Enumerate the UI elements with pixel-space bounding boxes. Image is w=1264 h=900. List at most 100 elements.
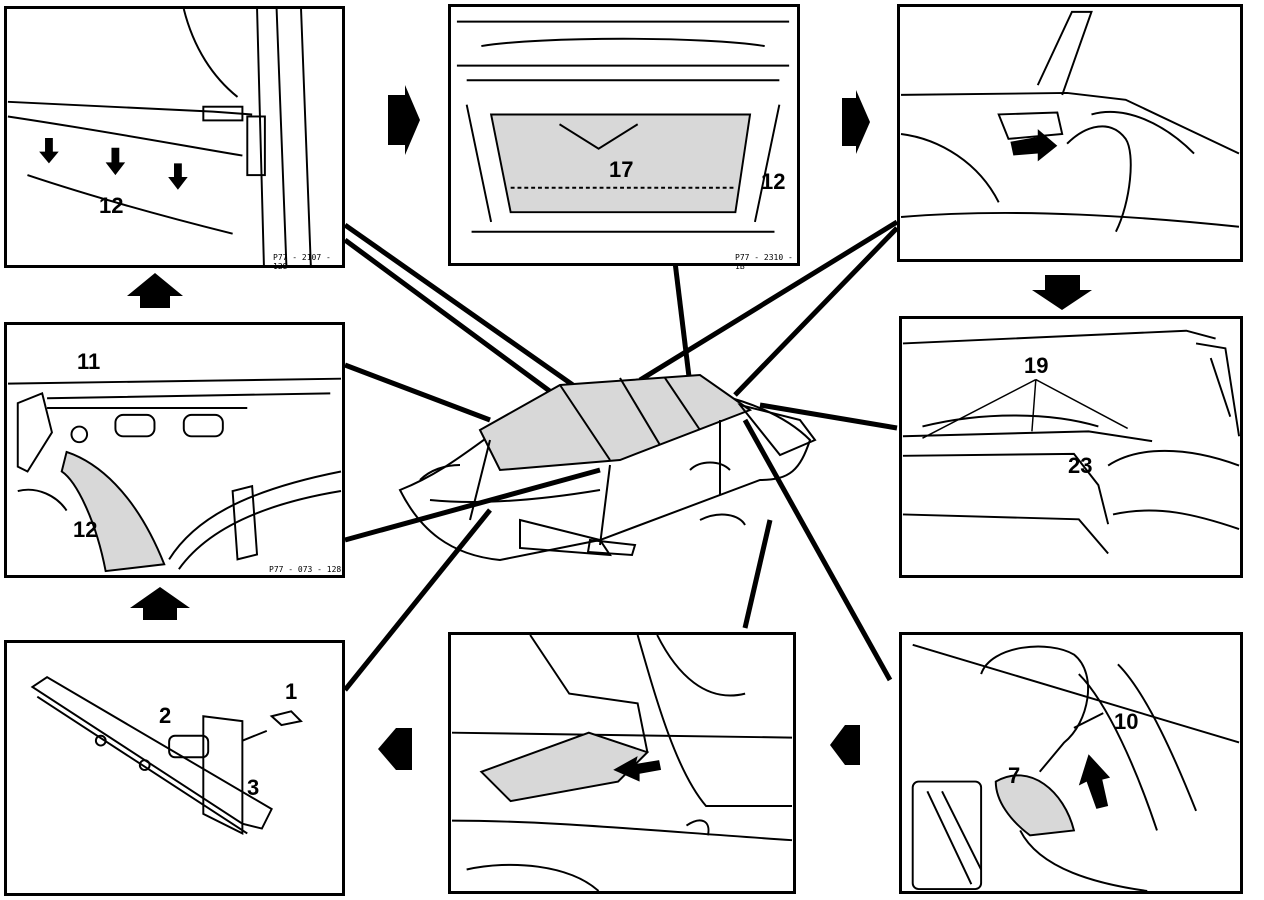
rear-window xyxy=(737,403,817,457)
retaining-clip xyxy=(997,111,1064,140)
push-arrow xyxy=(1010,129,1058,162)
leader-19-b xyxy=(1031,379,1037,432)
lift-arrow xyxy=(1078,754,1111,809)
car-illustration xyxy=(398,373,817,562)
callout-11: 11 xyxy=(77,349,101,374)
floor-line xyxy=(902,513,1109,555)
leader-mid-left-b xyxy=(344,467,601,543)
direction-arrow xyxy=(613,756,662,782)
press-arrow-1 xyxy=(39,137,59,164)
panel-bottom-left-drawing xyxy=(30,676,303,836)
callout-3: 3 xyxy=(247,775,260,800)
pad-ribs xyxy=(926,790,982,885)
roof-edge xyxy=(7,115,243,157)
leader-top-center xyxy=(672,261,693,386)
trim-curve xyxy=(182,8,239,98)
bow-rail xyxy=(30,676,273,830)
deck-edge xyxy=(451,731,793,739)
arrow-right-1 xyxy=(388,85,420,155)
headrests xyxy=(419,461,731,481)
arrow-left-1 xyxy=(830,725,860,765)
rear-deck-lines xyxy=(7,377,342,409)
panel-top-center-drawing xyxy=(456,20,790,233)
leader-mid-left-a xyxy=(344,362,491,423)
clip-part xyxy=(168,734,210,759)
leader-3 xyxy=(242,729,268,742)
callout-7: 7 xyxy=(1008,763,1021,788)
strap-v xyxy=(558,123,639,150)
callout-23: 23 xyxy=(1068,453,1093,478)
fabric-flap xyxy=(60,450,166,573)
soft-top-fabric xyxy=(478,373,753,472)
arrow-down-1 xyxy=(1032,275,1092,310)
callout-1: 1 xyxy=(285,679,298,704)
callout-2: 2 xyxy=(159,703,172,728)
roof-pillars xyxy=(469,420,721,546)
step-pad xyxy=(911,780,983,891)
panel-top-left: 12 P77 - 2107 - 128 xyxy=(4,6,345,271)
hinge-bracket xyxy=(16,392,53,473)
door-handle xyxy=(699,513,746,526)
wheel-arch xyxy=(466,863,600,892)
arrow-up-1 xyxy=(127,273,183,308)
panel-bottom-right-drawing xyxy=(911,643,1240,892)
panel-mid-left: 11 12 P77 - 073 - 128 xyxy=(4,322,345,578)
press-arrow-3 xyxy=(168,163,188,190)
rear-pillar xyxy=(1036,10,1093,96)
hand-upper xyxy=(980,645,1089,773)
panel-mid-right: 19 23 xyxy=(899,316,1243,578)
figure-ref: P77 - 2107 - 128 xyxy=(273,253,331,271)
panel-top-center: 17 12 P77 - 2310 - 1B xyxy=(448,4,800,271)
press-arrow-2 xyxy=(105,147,126,176)
header-bracket xyxy=(202,105,244,122)
plate-part xyxy=(202,715,244,836)
slot-1 xyxy=(114,413,156,438)
fabric-tab xyxy=(994,774,1076,837)
seat-hinge-arm xyxy=(529,634,649,753)
support-post xyxy=(231,484,259,561)
leader-mid-right xyxy=(759,402,898,431)
frame-rails xyxy=(456,20,790,82)
callout-12: 12 xyxy=(761,169,786,194)
arrow-left-2 xyxy=(378,728,412,770)
figure-ref: P77 - 2310 - 1B xyxy=(735,253,793,271)
panel-bottom-center-drawing xyxy=(451,634,793,892)
leader-bottom-center xyxy=(742,519,773,629)
panel-top-right xyxy=(897,4,1243,262)
pillar-trim xyxy=(1195,342,1241,437)
seat-top xyxy=(922,414,1099,428)
arrow-up-2 xyxy=(130,587,190,620)
callout-12: 12 xyxy=(73,517,98,542)
fastener-nut xyxy=(70,425,89,444)
rail-hole-1 xyxy=(94,734,107,747)
body-line xyxy=(451,819,793,842)
deck-edge xyxy=(901,91,1240,155)
panel-top-right-drawing xyxy=(900,10,1240,233)
sill-line xyxy=(912,643,1240,744)
leader-19-c xyxy=(1035,378,1129,430)
pillar-curve xyxy=(656,634,746,697)
side-mirror xyxy=(586,538,637,557)
callout-12: 12 xyxy=(99,193,124,218)
finger-contour xyxy=(1091,110,1195,155)
panel-top-left-drawing xyxy=(7,8,312,266)
arrow-right-2 xyxy=(842,90,870,154)
seal-strip xyxy=(1078,663,1197,831)
fabric-contour xyxy=(27,174,233,235)
callout-10: 10 xyxy=(1114,709,1139,734)
car-body-outline xyxy=(398,393,812,562)
seat-contour xyxy=(17,488,68,512)
slot-2 xyxy=(182,413,224,438)
panel-mid-left-drawing xyxy=(7,377,342,573)
roof-bows xyxy=(559,377,701,461)
door-lines xyxy=(429,489,612,557)
hand-outline xyxy=(1066,125,1132,233)
leader-lines xyxy=(343,219,899,692)
wheel-arch xyxy=(1107,449,1240,531)
panel-bottom-right: 10 7 xyxy=(899,632,1243,894)
header-rail xyxy=(7,100,253,116)
figure-ref: P77 - 073 - 128 xyxy=(269,565,342,574)
leader-10 xyxy=(1073,712,1104,729)
leader-19-a xyxy=(922,378,1037,439)
